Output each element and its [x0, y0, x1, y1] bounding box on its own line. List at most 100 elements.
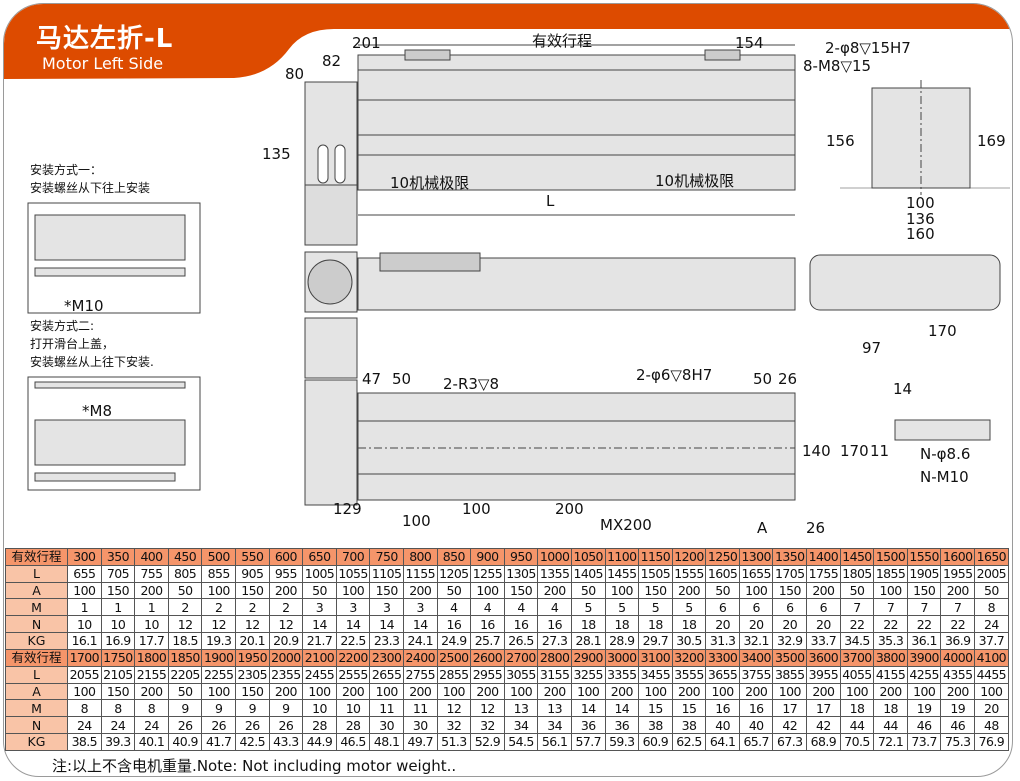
row-label: L: [5, 665, 68, 684]
table-cell: 100: [638, 682, 673, 701]
table-cell: 72.1: [873, 732, 908, 751]
tap-callout: N-M10: [920, 468, 969, 486]
table-cell: 650: [302, 548, 337, 566]
dim-stroke: 有效行程: [532, 32, 593, 50]
side-view: [304, 251, 1001, 379]
table-cell: 4355: [940, 665, 976, 684]
table-cell: 75.3: [940, 732, 976, 751]
table-cell: 36: [570, 716, 606, 734]
table-cell: 3055: [503, 665, 539, 684]
table-cell: 42: [772, 716, 808, 734]
table-cell: 3: [335, 598, 371, 617]
table-cell: 1005: [302, 564, 337, 583]
table-cell: 150: [234, 581, 270, 600]
table-cell: 3255: [570, 665, 606, 684]
table-cell: 34: [503, 716, 539, 734]
table-cell: 1200: [671, 548, 707, 566]
table-cell: 37.7: [974, 631, 1009, 650]
table-cell: 40: [738, 716, 774, 734]
table-cell: 200: [470, 682, 505, 701]
table-cell: 1155: [402, 564, 438, 583]
table-cell: 3: [302, 598, 337, 617]
table-cell: 2000: [268, 649, 304, 667]
table-cell: 1150: [638, 548, 673, 566]
table-cell: 28.1: [570, 631, 606, 650]
table-cell: 100: [604, 581, 640, 600]
table-cell: 2355: [268, 665, 304, 684]
table-cell: 3100: [638, 649, 673, 667]
table-cell: 16: [470, 615, 505, 633]
dim-82: 82: [322, 52, 342, 70]
table-cell: 43.3: [268, 732, 304, 751]
table-cell: 30: [369, 716, 404, 734]
table-cell: 800: [402, 548, 438, 566]
table-cell: 13: [537, 699, 572, 718]
table-cell: 50: [570, 581, 606, 600]
table-cell: 2755: [402, 665, 438, 684]
table-cell: 805: [167, 564, 203, 583]
dim-A: A: [757, 519, 768, 537]
table-cell: 2305: [234, 665, 270, 684]
table-cell: 100: [906, 682, 942, 701]
table-cell: 3955: [806, 665, 841, 684]
table-cell: 1350: [772, 548, 808, 566]
table-cell: 1650: [974, 548, 1009, 566]
table-cell: 2655: [369, 665, 404, 684]
table-cell: 41.7: [201, 732, 236, 751]
table-cell: 3700: [839, 649, 875, 667]
table-cell: 48: [974, 716, 1009, 734]
table-cell: 2400: [402, 649, 438, 667]
table-cell: 3855: [772, 665, 808, 684]
row-label: M: [5, 598, 68, 617]
table-cell: 300: [67, 548, 102, 566]
table-cell: 22: [873, 615, 908, 633]
row-label: KG: [5, 631, 68, 650]
limit-left: 10机械极限: [390, 174, 470, 192]
table-cell: 450: [167, 548, 203, 566]
table-cell: 38.5: [67, 732, 102, 751]
table-cell: 3: [369, 598, 404, 617]
dim-bottom-170: 170: [840, 442, 869, 460]
table-cell: 30: [402, 716, 438, 734]
table-cell: 14: [570, 699, 606, 718]
table-cell: 4: [503, 598, 539, 617]
table-cell: 33.7: [806, 631, 841, 650]
table-cell: 1850: [167, 649, 203, 667]
table-cell: 200: [134, 581, 169, 600]
table-cell: 38: [638, 716, 673, 734]
table-cell: 16.1: [67, 631, 102, 650]
table-cell: 100: [570, 682, 606, 701]
row-label: 有效行程: [5, 649, 68, 667]
table-cell: 14: [369, 615, 404, 633]
table-cell: 52.9: [470, 732, 505, 751]
dim-mx200: MX200: [600, 516, 652, 534]
dim-201: 201: [352, 34, 381, 52]
dim-100a: 100: [402, 512, 431, 530]
table-cell: 2955: [470, 665, 505, 684]
table-cell: 26: [201, 716, 236, 734]
table-cell: 2800: [537, 649, 572, 667]
table-cell: 56.1: [537, 732, 572, 751]
table-cell: 46.5: [335, 732, 371, 751]
table-cell: 900: [470, 548, 505, 566]
table-cell: 40: [705, 716, 740, 734]
page-title: 马达左折-L: [36, 24, 174, 54]
table-cell: 100: [369, 682, 404, 701]
table-cell: 16: [738, 699, 774, 718]
table-cell: 14: [302, 615, 337, 633]
table-cell: 4000: [940, 649, 976, 667]
section-view: [894, 419, 991, 441]
table-cell: 700: [335, 548, 371, 566]
table-cell: 9: [268, 699, 304, 718]
table-cell: 21.7: [302, 631, 337, 650]
table-cell: 12: [167, 615, 203, 633]
table-cell: 2700: [503, 649, 539, 667]
table-cell: 905: [234, 564, 270, 583]
table-cell: 9: [234, 699, 270, 718]
table-cell: 200: [402, 581, 438, 600]
mount-method1-screw: *M10: [64, 297, 104, 315]
mount-inset-2: [27, 376, 201, 491]
